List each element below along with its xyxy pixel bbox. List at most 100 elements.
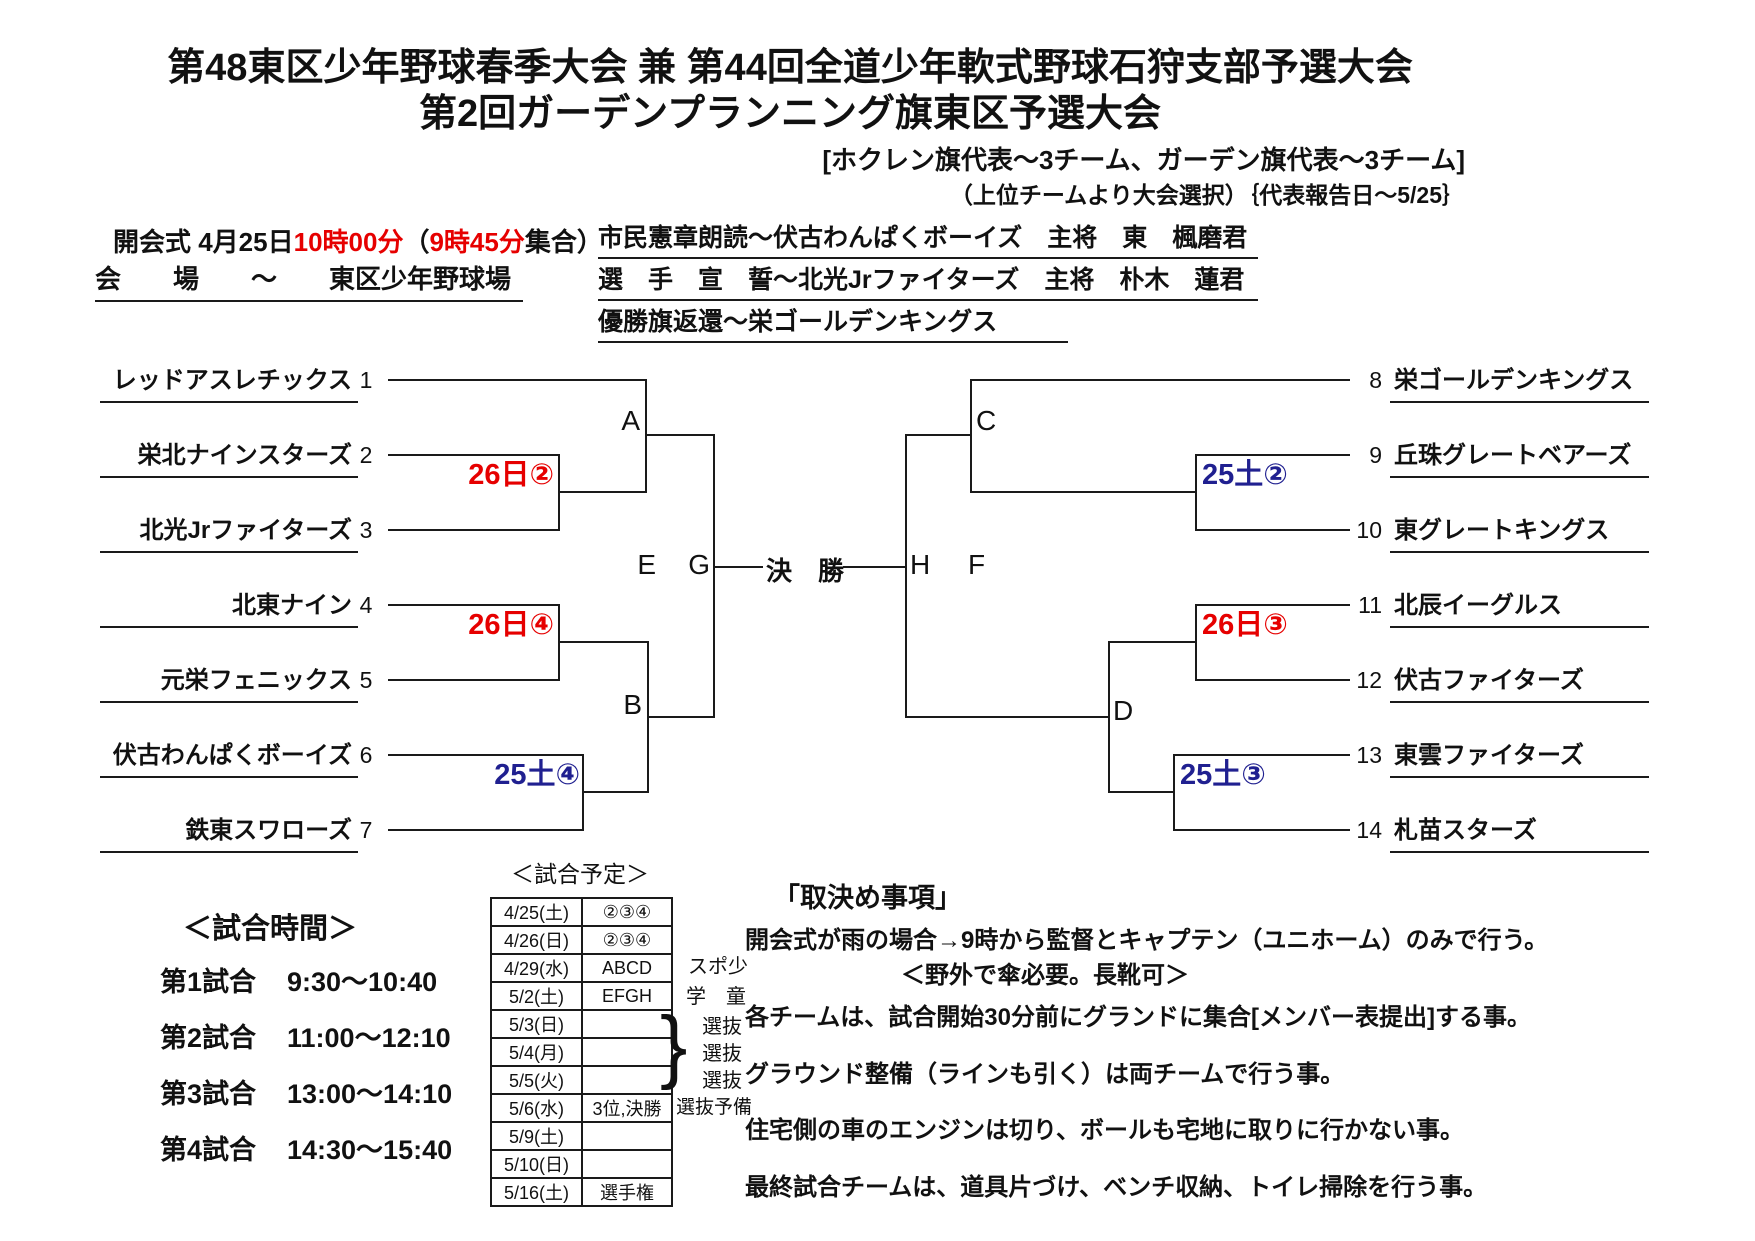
rule-item: 住宅側の車のエンジンは切り、ボールも宅地に取りに行かない事。 [745, 1117, 1465, 1144]
annotation-senbatsu-yobi: 選抜予備 [676, 1097, 753, 1118]
rule-item: 最終試合チームは、道具片づけ、ベンチ収納、トイレ掃除を行う事。 [745, 1174, 1488, 1201]
seed-number: 1 [359, 367, 373, 393]
annotation-spo-sho: スポ少 [688, 956, 748, 978]
team-label: 丘珠グレートベアーズ [1390, 436, 1649, 478]
opening-prefix: 開会式 4月25日 [113, 227, 294, 257]
schedule-games: EFGH [581, 981, 673, 1011]
schedule-date: 4/29(水) [490, 953, 583, 983]
schedule-header: ＜試合予定＞ [511, 861, 649, 887]
table-row: 5/3(日) [490, 1009, 673, 1039]
bracket-line [1195, 679, 1350, 681]
gather-time: 9時45分 [429, 227, 525, 257]
bracket-line [970, 379, 972, 493]
bracket-line [388, 604, 560, 606]
venue-line: 会 場 ～ 東区少年野球場 [95, 258, 523, 302]
team-label: 東雲ファイターズ [1390, 736, 1649, 778]
bracket-node-g: G [688, 549, 710, 580]
team-label: 栄ゴールデンキングス [1390, 361, 1649, 403]
seed-number: 6 [359, 742, 373, 768]
table-row: 5/4(月) [490, 1037, 673, 1067]
game-time-value: 13:00～14:10 [287, 1079, 453, 1109]
ceremony-reading-line: 市民憲章朗読～伏古わんぱくボーイズ 主将 東 楓磨君 [598, 219, 1258, 259]
bracket-line [388, 379, 647, 381]
page-title-line1: 第48東区少年野球春季大会 兼 第44回全道少年軟式野球石狩支部予選大会 [167, 47, 1413, 89]
team-label: 北東ナイン [100, 586, 358, 628]
team-label: 元栄フェニックス [100, 661, 358, 703]
bracket-line [388, 754, 584, 756]
team-label: 栄北ナインスターズ [100, 436, 358, 478]
bracket-node-f: F [968, 549, 986, 580]
bracket-line [388, 829, 584, 831]
seed-number: 10 [1356, 517, 1382, 543]
seed-number: 5 [359, 667, 373, 693]
match-label-25-3: 25土③ [1180, 759, 1266, 791]
game-time-label: 第2試合 [160, 1023, 257, 1053]
annotation-senbatsu: 選抜 [702, 1043, 742, 1065]
schedule-games [581, 1065, 673, 1095]
team-label: 札苗スターズ [1390, 811, 1649, 853]
table-row: 4/29(水)ABCD [490, 953, 673, 983]
bracket-line [1195, 529, 1350, 531]
bracket-line [645, 434, 715, 436]
schedule-date: 5/9(土) [490, 1121, 583, 1151]
opening-time: 10時00分 [293, 227, 404, 257]
table-row: 5/2(土)EFGH [490, 981, 673, 1011]
schedule-games: ②③④ [581, 897, 673, 927]
team-label: 伏古わんぱくボーイズ [100, 736, 358, 778]
bracket-line [905, 434, 907, 718]
bracket-node-h: H [910, 549, 931, 580]
seed-number: 7 [359, 817, 373, 843]
bracket-node-d: D [1113, 695, 1134, 726]
bracket-line [1195, 454, 1350, 456]
seed-number: 12 [1356, 667, 1382, 693]
table-row: 5/10(日) [490, 1149, 673, 1179]
ceremony-flag-return-line: 優勝旗返還～栄ゴールデンキングス [598, 303, 1068, 343]
seed-number: 8 [1369, 367, 1382, 393]
bracket-line [970, 379, 1350, 381]
bracket-line [970, 491, 1197, 493]
final-label: 決 勝 [765, 556, 844, 586]
table-row: 5/9(土) [490, 1121, 673, 1151]
table-row: 5/16(土)選手権 [490, 1177, 673, 1207]
bracket-line [645, 379, 647, 493]
schedule-date: 5/5(火) [490, 1065, 583, 1095]
bracket-node-e: E [637, 549, 656, 580]
match-label-26-4: 26日④ [468, 609, 554, 641]
seed-number: 13 [1356, 742, 1382, 768]
schedule-date: 4/26(日) [490, 925, 583, 955]
team-label: レッドアスレチックス [100, 361, 358, 403]
game-time-label: 第3試合 [160, 1079, 257, 1109]
opening-paren: （ [403, 227, 430, 257]
schedule-games: ABCD [581, 953, 673, 983]
team-label: 伏古ファイターズ [1390, 661, 1649, 703]
game-time-value: 14:30～15:40 [287, 1135, 453, 1165]
table-row: 5/5(火) [490, 1065, 673, 1095]
seed-number: 2 [359, 442, 373, 468]
opening-suffix: 集合） [524, 227, 603, 257]
team-label: 東グレートキングス [1390, 511, 1649, 553]
schedule-games [581, 1149, 673, 1179]
schedule-date: 5/10(日) [490, 1149, 583, 1179]
bracket-line [905, 716, 1110, 718]
team-label: 鉄東スワローズ [100, 811, 358, 853]
selection-note: （上位チームより大会選択）｛代表報告日～5/25｝ [949, 182, 1465, 208]
game-time-value: 9:30～10:40 [287, 967, 438, 997]
schedule-date: 5/2(土) [490, 981, 583, 1011]
seed-number: 3 [359, 517, 373, 543]
bracket-node-c: C [976, 405, 997, 436]
bracket-line [843, 566, 905, 568]
bracket-line [388, 454, 560, 456]
schedule-games: ②③④ [581, 925, 673, 955]
bracket-line [582, 791, 649, 793]
game-times-header: ＜試合時間＞ [182, 913, 357, 945]
bracket-line [388, 679, 560, 681]
rule-item-sub: ＜野外で傘必要。長靴可＞ [901, 962, 1189, 989]
schedule-games: 選手権 [581, 1177, 673, 1207]
bracket-line [558, 491, 647, 493]
bracket-line [713, 566, 763, 568]
bracket-node-b: B [623, 689, 642, 720]
match-label-25-2: 25土② [1202, 459, 1288, 491]
schedule-date: 5/3(日) [490, 1009, 583, 1039]
seed-number: 4 [359, 592, 373, 618]
team-label: 北光Jrファイターズ [100, 511, 358, 553]
